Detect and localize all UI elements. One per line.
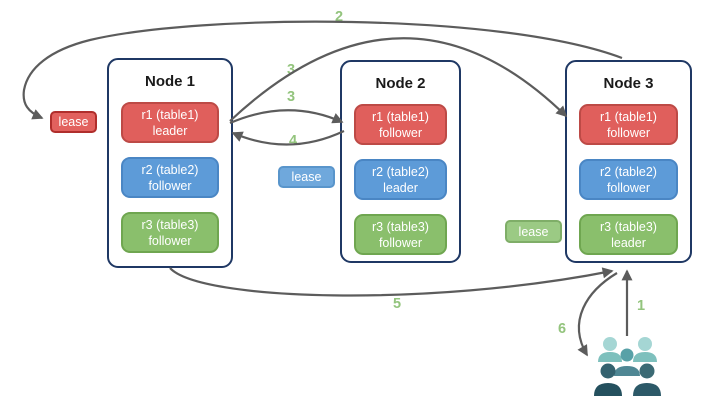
replica-label: r2 (table2)	[600, 164, 657, 179]
arrow-step5-node1-to-node3	[169, 267, 614, 297]
replica-role: leader	[152, 123, 188, 138]
arrow-step6-node3-to-clients	[577, 272, 618, 357]
node-1: Node 1 r1 (table1) leader r2 (table2) fo…	[107, 58, 233, 268]
replica-role: follower	[606, 180, 651, 195]
replica-role: leader	[611, 235, 646, 250]
replica-role: leader	[383, 180, 418, 195]
replica-label: r3 (table3)	[600, 219, 657, 234]
arrow-step3-leader-to-node2	[229, 109, 344, 125]
step-label-3a: 3	[286, 62, 296, 78]
node-2-replica-r1: r1 (table1) follower	[354, 104, 447, 145]
node-2-replica-r3: r3 (table3) follower	[354, 214, 447, 255]
replica-label: r3 (table3)	[372, 219, 429, 234]
replica-label: r1 (table1)	[141, 107, 199, 122]
node-1-replica-r1: r1 (table1) leader	[121, 102, 219, 143]
replica-label: r2 (table2)	[372, 164, 429, 179]
node-2-replica-r2: r2 (table2) leader	[354, 159, 447, 200]
lease-badge-table1: lease	[50, 111, 97, 133]
node-3: Node 3 r1 (table1) follower r2 (table2) …	[565, 60, 692, 263]
replica-label: r2 (table2)	[141, 162, 199, 177]
node-1-replica-r3: r3 (table3) follower	[121, 212, 219, 253]
node-2-title: Node 2	[375, 75, 426, 92]
replica-label: r3 (table3)	[141, 217, 199, 232]
node-3-replica-r1: r1 (table1) follower	[579, 104, 678, 145]
node-3-title: Node 3	[603, 75, 654, 92]
node-2: Node 2 r1 (table1) follower r2 (table2) …	[340, 60, 461, 263]
step-label-3b: 3	[286, 89, 296, 105]
replica-role: follower	[148, 233, 192, 248]
replica-label: r1 (table1)	[600, 109, 657, 124]
node-3-replica-r2: r2 (table2) follower	[579, 159, 678, 200]
step-label-4: 4	[288, 133, 298, 149]
node-1-title: Node 1	[144, 73, 195, 90]
node-3-replica-r3: r3 (table3) leader	[579, 214, 678, 255]
replica-role: follower	[378, 235, 423, 250]
step-label-6: 6	[557, 321, 567, 337]
replica-role: follower	[606, 125, 651, 140]
users-group-icon	[594, 337, 661, 396]
node-1-replica-r2: r2 (table2) follower	[121, 157, 219, 198]
step-label-2: 2	[334, 9, 344, 25]
step-label-5: 5	[392, 296, 402, 312]
replica-label: r1 (table1)	[372, 109, 429, 124]
step-label-1: 1	[636, 298, 646, 314]
lease-badge-table2: lease	[278, 166, 335, 188]
replica-role: follower	[148, 178, 192, 193]
replica-role: follower	[378, 125, 423, 140]
lease-badge-table3: lease	[505, 220, 562, 243]
